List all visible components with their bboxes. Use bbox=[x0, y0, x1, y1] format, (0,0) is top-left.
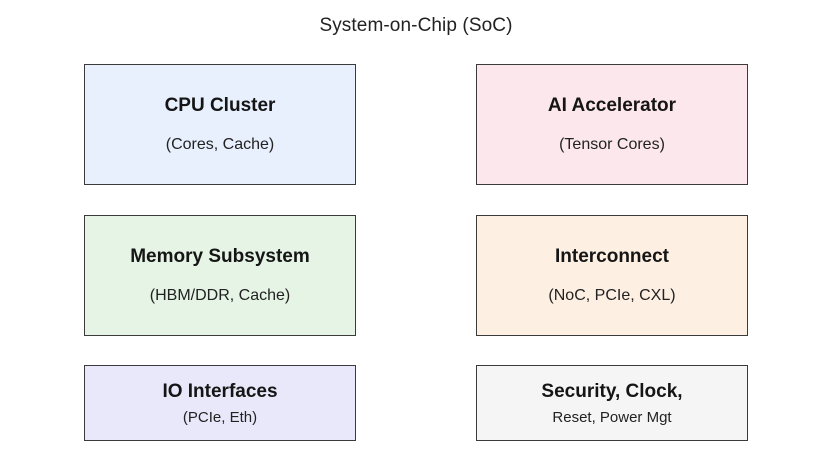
block-detail: (NoC, PCIe, CXL) bbox=[548, 287, 676, 304]
io-interfaces-block: IO Interfaces (PCIe, Eth) bbox=[84, 365, 356, 441]
diagram-title: System-on-Chip (SoC) bbox=[319, 15, 513, 36]
block-detail: Reset, Power Mgt bbox=[552, 408, 672, 426]
interconnect-block: Interconnect (NoC, PCIe, CXL) bbox=[476, 215, 748, 336]
block-name: Security, Clock, bbox=[541, 380, 683, 402]
block-name: AI Accelerator bbox=[547, 95, 677, 116]
block-detail: (HBM/DDR, Cache) bbox=[149, 287, 291, 304]
block-name: Memory Subsystem bbox=[130, 246, 310, 267]
block-detail: (Cores, Cache) bbox=[165, 136, 275, 153]
ai-accelerator-block: AI Accelerator (Tensor Cores) bbox=[476, 64, 748, 185]
block-detail: (Tensor Cores) bbox=[559, 136, 665, 153]
memory-subsystem-block: Memory Subsystem (HBM/DDR, Cache) bbox=[84, 215, 356, 336]
security-clock-block: Security, Clock, Reset, Power Mgt bbox=[476, 365, 748, 441]
block-name: IO Interfaces bbox=[162, 380, 278, 402]
block-name: Interconnect bbox=[554, 246, 670, 267]
block-detail: (PCIe, Eth) bbox=[182, 408, 258, 426]
cpu-cluster-block: CPU Cluster (Cores, Cache) bbox=[84, 64, 356, 185]
block-name: CPU Cluster bbox=[164, 95, 276, 116]
